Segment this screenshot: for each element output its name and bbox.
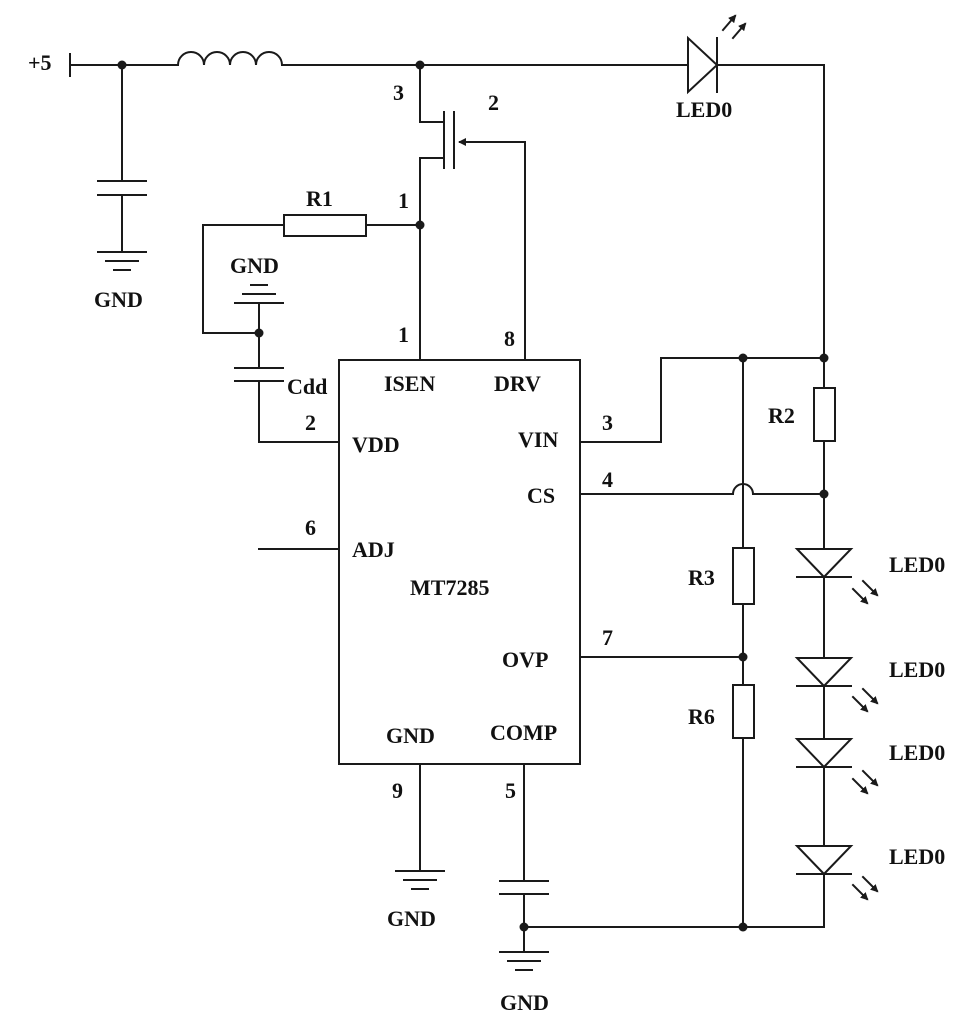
mosfet: 3 2 1: [393, 64, 526, 226]
pin-vin-label: VIN: [518, 427, 558, 452]
pin-number-cs: 4: [602, 467, 613, 492]
wire-led-top-to-right-rail: [716, 64, 825, 359]
pin-number-vin: 3: [602, 410, 613, 435]
led-string-3: LED0: [794, 738, 945, 795]
led-4-label: LED0: [889, 844, 945, 869]
chip-name: MT7285: [410, 575, 489, 600]
supply-terminal: +5: [28, 50, 71, 77]
ground-label-2: GND: [230, 253, 279, 278]
pin-number-comp: 5: [505, 778, 516, 803]
pin-number-isen: 1: [398, 322, 409, 347]
junction-comp-bottom: [519, 922, 529, 932]
ground-label-3: GND: [387, 906, 436, 931]
ground-symbol-3: GND: [387, 870, 445, 931]
r3-label: R3: [688, 565, 715, 590]
supply-label: +5: [28, 50, 52, 75]
led-top: LED0: [676, 14, 747, 122]
capacitor-comp: [499, 880, 549, 895]
pin-number-drv: 8: [504, 326, 515, 351]
wire-vin: [579, 357, 825, 443]
wire-led-4-to-bottom: [523, 873, 825, 928]
wire-r1-left: [202, 224, 285, 334]
r2-label: R2: [768, 403, 795, 428]
chip-mt7285: MT7285 ISEN DRV VDD VIN CS ADJ OVP GND C…: [338, 359, 581, 765]
capacitor-cdd: Cdd: [234, 332, 327, 399]
ground-label-4: GND: [500, 990, 549, 1015]
resistor-r1: R1: [283, 186, 367, 237]
led-3-label: LED0: [889, 740, 945, 765]
resistor-r2: R2: [768, 387, 836, 442]
cdd-label: Cdd: [287, 374, 327, 399]
pin-number-adj: 6: [305, 515, 316, 540]
input-capacitor: [97, 64, 147, 253]
wire-cs: [579, 483, 825, 495]
pin-gnd-label: GND: [386, 723, 435, 748]
r6-label: R6: [688, 704, 715, 729]
pin-cs-label: CS: [527, 483, 555, 508]
ground-label-1: GND: [94, 287, 143, 312]
led-1-label: LED0: [889, 552, 945, 577]
r1-label: R1: [306, 186, 333, 211]
pin-ovp-label: OVP: [502, 647, 548, 672]
mosfet-source-pin: 1: [398, 188, 409, 213]
pin-number-ovp: 7: [602, 625, 613, 650]
ground-symbol-4: GND: [499, 951, 549, 1015]
inductor: [176, 51, 284, 67]
pin-drv-label: DRV: [494, 371, 541, 396]
led-top-label: LED0: [676, 97, 732, 122]
ground-symbol-1: GND: [94, 251, 147, 312]
ground-symbol-2: GND: [230, 253, 284, 334]
led-2-label: LED0: [889, 657, 945, 682]
mosfet-drain-pin: 3: [393, 80, 404, 105]
pin-isen-label: ISEN: [384, 371, 435, 396]
pin-comp-label: COMP: [490, 720, 557, 745]
led-string-2: LED0: [794, 657, 945, 713]
pin-adj-label: ADJ: [352, 537, 395, 562]
resistor-r3: R3: [688, 547, 755, 605]
resistor-r6: R6: [688, 684, 755, 739]
pin-number-vdd: 2: [305, 410, 316, 435]
wire-cdd-to-vdd: [258, 380, 340, 443]
led-string-4: LED0: [794, 844, 945, 901]
led-string-1: LED0: [794, 548, 945, 605]
pin-vdd-label: VDD: [352, 432, 400, 457]
pin-number-gnd: 9: [392, 778, 403, 803]
mosfet-gate-pin: 2: [488, 90, 499, 115]
